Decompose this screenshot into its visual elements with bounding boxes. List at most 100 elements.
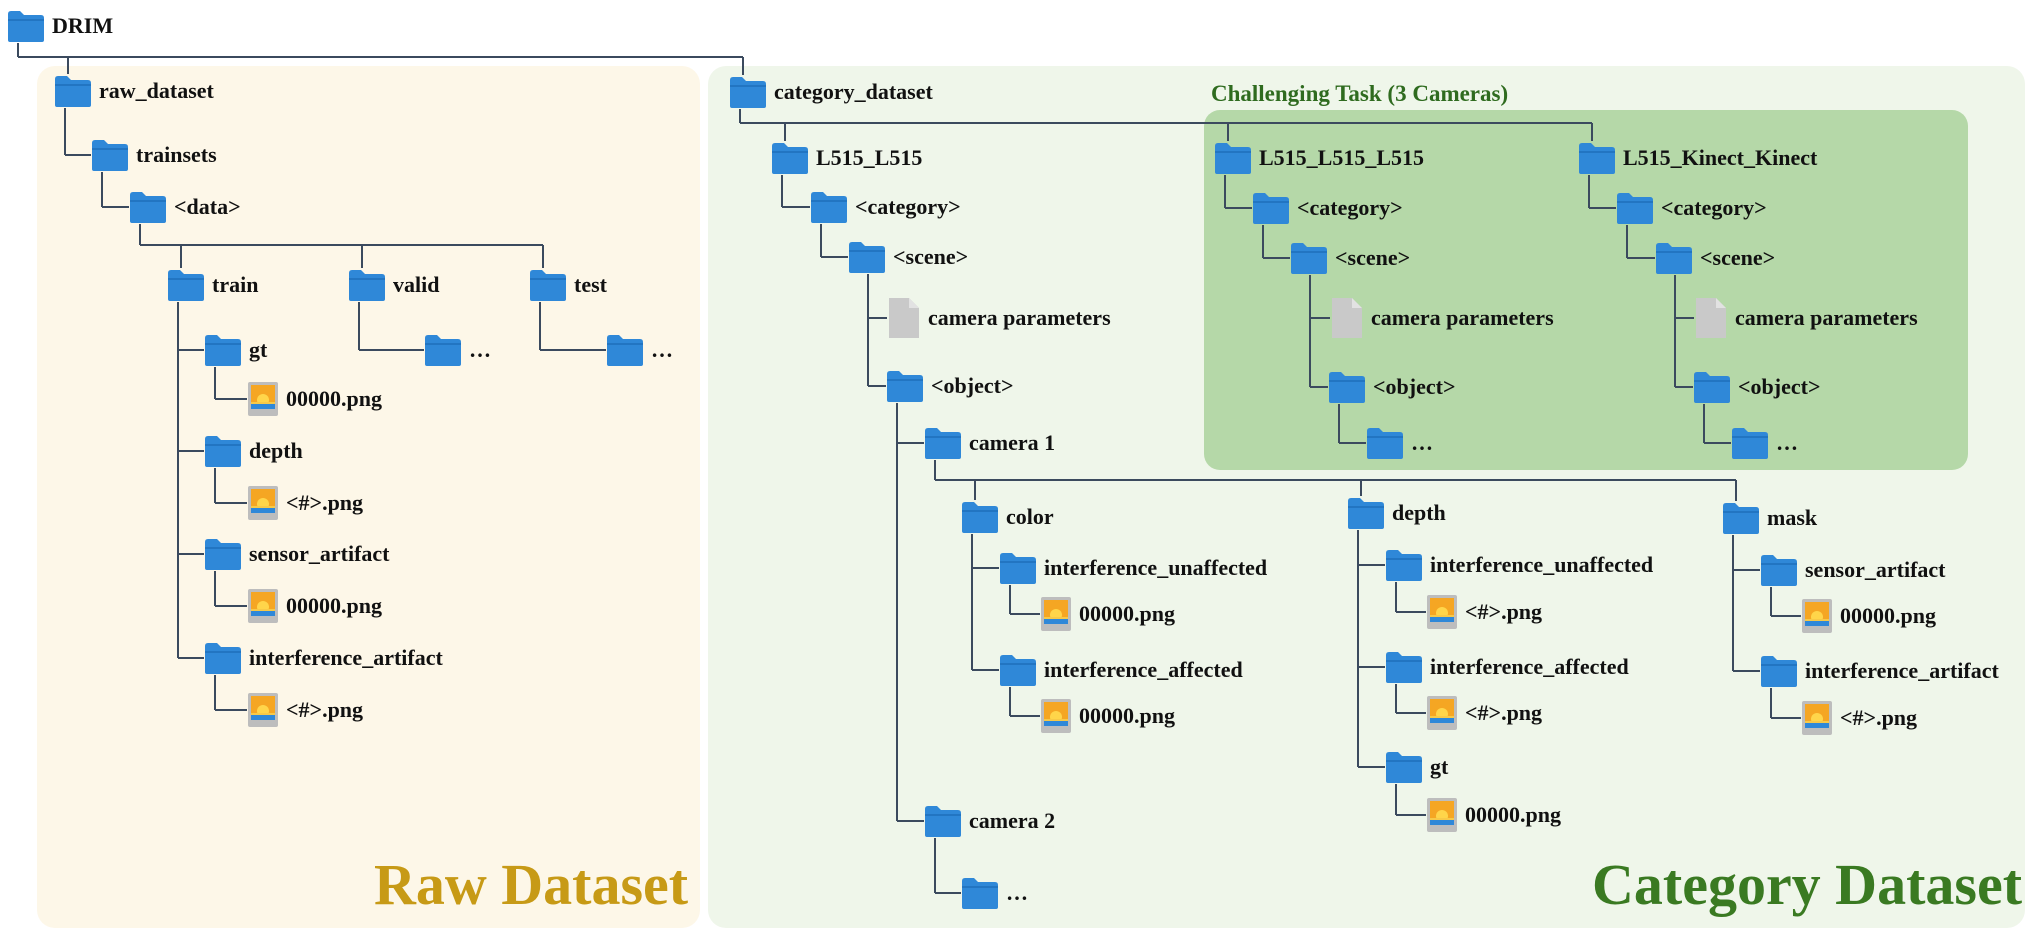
image-file-icon [1040,596,1072,632]
node-kinect-scene: <scene> [1655,241,1775,275]
folder-icon [1760,553,1798,587]
node-raw-sensor-artifact: sensor_artifact [204,537,390,571]
node-label-cat-object: <object> [931,373,1014,398]
node-label-raw-depth-file: <#>.png [286,490,364,515]
node-mask-interference-file: <#>.png [1801,700,1917,736]
node-label-cam-mask: mask [1767,505,1818,530]
folder-icon [1290,241,1328,275]
image-file-icon [1801,700,1833,736]
node-label-raw-sensor-file: 00000.png [286,593,382,618]
image-file-icon [1426,594,1458,630]
node-depth-gt-file: 00000.png [1426,797,1561,833]
folder-icon [1328,370,1366,404]
node-label-kinect-camera-params: camera parameters [1735,305,1918,330]
node-label-kinect-scene: <scene> [1700,245,1776,270]
node-kinect-object: <object> [1693,370,1821,404]
folder-icon [1655,241,1693,275]
node-mask-interference: interference_artifact [1760,654,1999,688]
node-label-valid-ellipsis: … [469,337,491,362]
node-label-three-category: <category> [1297,195,1403,220]
node-label-camera2: camera 2 [969,808,1056,833]
node-label-kinect-object: <object> [1738,374,1821,399]
node-three-category: <category> [1252,191,1403,225]
node-raw-depth-file: <#>.png [247,485,363,521]
challenging-task-title: Challenging Task (3 Cameras) [1211,81,1509,106]
node-color-affected-file: 00000.png [1040,698,1175,734]
file-icon [1330,296,1364,340]
node-label-color-affected-file: 00000.png [1079,703,1175,728]
folder-icon [1760,654,1798,688]
node-cat-object: <object> [886,369,1014,403]
node-label-mask-interference: interference_artifact [1805,658,1999,683]
node-test: test [529,268,607,302]
folder-icon [1722,501,1760,535]
node-cat-scene: <scene> [848,240,968,274]
image-file-icon [1426,695,1458,731]
image-file-icon [1040,698,1072,734]
node-label-depth-gt-file: 00000.png [1465,802,1561,827]
node-camera1: camera 1 [924,426,1055,460]
folder-icon [54,74,92,108]
folder-icon [848,240,886,274]
folder-icon [1252,191,1290,225]
node-label-color-unaffected-file: 00000.png [1079,601,1175,626]
node-depth-affected: interference_affected [1385,650,1629,684]
node-kinect-ellipsis: … [1731,426,1798,460]
node-label-cat-category: <category> [855,194,961,219]
node-label-camera2-ellipsis: … [1006,880,1028,905]
node-mask-sensor: sensor_artifact [1760,553,1946,587]
folder-icon [1214,141,1252,175]
node-cam-mask: mask [1722,501,1817,535]
folder-icon [924,426,962,460]
node-three-object: <object> [1328,370,1456,404]
node-label-depth-unaffected-file: <#>.png [1465,599,1543,624]
image-file-icon [1801,598,1833,634]
image-file-icon [247,381,279,417]
node-label-depth-affected-file: <#>.png [1465,700,1543,725]
node-label-train: train [212,272,259,297]
node-three-scene: <scene> [1290,241,1410,275]
image-file-icon [247,588,279,624]
node-label-kinect-ellipsis: … [1776,430,1798,455]
folder-icon [204,537,242,571]
node-label-three-object: <object> [1373,374,1456,399]
node-camera2: camera 2 [924,804,1055,838]
folder-icon [771,141,809,175]
node-label-category-dataset: category_dataset [774,79,933,104]
node-label-three-ellipsis: … [1411,430,1433,455]
folder-icon [961,876,999,910]
folder-icon [606,333,644,367]
folder-icon [1578,141,1616,175]
folder-icon [1385,650,1423,684]
folder-icon [529,268,567,302]
node-test-ellipsis: … [606,333,673,367]
image-file-icon [247,692,279,728]
node-raw-depth: depth [204,434,303,468]
folder-icon [7,9,45,43]
node-depth-unaffected: interference_unaffected [1385,548,1653,582]
folder-icon [1616,191,1654,225]
node-three-ellipsis: … [1366,426,1433,460]
folder-icon [999,653,1037,687]
folder-icon [886,369,924,403]
folder-icon [1693,370,1731,404]
node-raw-dataset: raw_dataset [54,74,214,108]
category-dataset-title: Category Dataset [1592,852,2023,917]
file-icon [1694,296,1728,340]
node-valid: valid [348,268,439,302]
node-trainsets: trainsets [91,138,217,172]
node-label-three-scene: <scene> [1335,245,1411,270]
folder-icon [1731,426,1769,460]
node-mask-sensor-file: 00000.png [1801,598,1936,634]
folder-icon [204,434,242,468]
node-depth-gt: gt [1385,750,1448,784]
node-label-raw-interference-file: <#>.png [286,697,364,722]
folder-icon [924,804,962,838]
node-label-trainsets: trainsets [136,142,217,167]
node-label-data: <data> [174,194,241,219]
folder-icon [1347,496,1385,530]
folder-icon [129,190,167,224]
folder-icon [204,641,242,675]
node-label-camera1: camera 1 [969,430,1056,455]
node-raw-interference-artifact: interference_artifact [204,641,443,675]
